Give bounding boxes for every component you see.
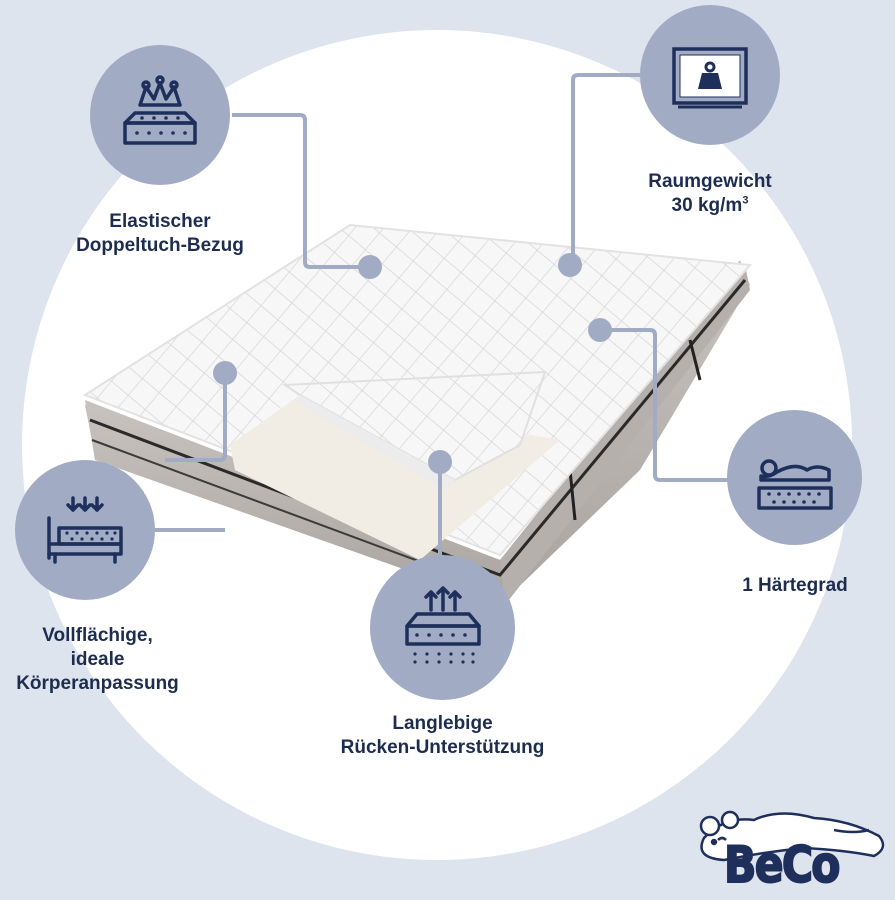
- feature-density-line2: 30 kg/m3: [610, 194, 810, 218]
- feature-cover-label: Elastischer Doppeltuch-Bezug: [60, 210, 260, 258]
- weight-scale-icon: [672, 47, 748, 109]
- feature-support-label: Langlebige Rücken-Unterstützung: [330, 712, 555, 760]
- connector-dots: [213, 253, 612, 474]
- brand-logo-text: BeCo: [723, 835, 841, 895]
- bed-pressure-icon: [47, 496, 123, 564]
- feature-support-circle: [370, 555, 515, 700]
- feature-adaptation-line3: Körperanpassung: [16, 673, 179, 694]
- connector-lines: [155, 73, 730, 560]
- mattress-airflow-icon: [404, 585, 481, 664]
- feature-support-line1: Langlebige: [392, 713, 493, 734]
- feature-cover-line2: Doppeltuch-Bezug: [76, 235, 244, 256]
- feature-adaptation-line1: Vollflächige,: [42, 625, 153, 646]
- lifted-cover-flap: [281, 370, 547, 482]
- feature-density-circle: [640, 5, 780, 145]
- feature-support-line2: Rücken-Unterstützung: [340, 737, 545, 758]
- feature-firmness-label: 1 Härtegrad: [700, 574, 890, 598]
- feature-cover-line1: Elastischer: [109, 211, 211, 232]
- feature-density-label: Raumgewicht 30 kg/m3: [610, 170, 810, 218]
- density-value: 30 kg/m: [671, 195, 743, 216]
- density-unit-exponent: 3: [742, 194, 749, 207]
- feature-adaptation-circle: [15, 460, 155, 600]
- feature-firmness-circle: [727, 410, 862, 545]
- bear-mascot-icon: [699, 810, 885, 862]
- feature-adaptation-label: Vollflächige, ideale Körperanpassung: [0, 624, 195, 696]
- feature-cover-circle: [90, 45, 230, 185]
- beco-logo: BeCo: [684, 808, 890, 898]
- crown-mattress-icon: [123, 75, 197, 145]
- feature-density-line1: Raumgewicht: [648, 171, 772, 192]
- body-on-mattress-icon: [756, 458, 833, 510]
- feature-adaptation-line2: ideale: [70, 649, 125, 670]
- feature-firmness-line1: 1 Härtegrad: [742, 575, 848, 596]
